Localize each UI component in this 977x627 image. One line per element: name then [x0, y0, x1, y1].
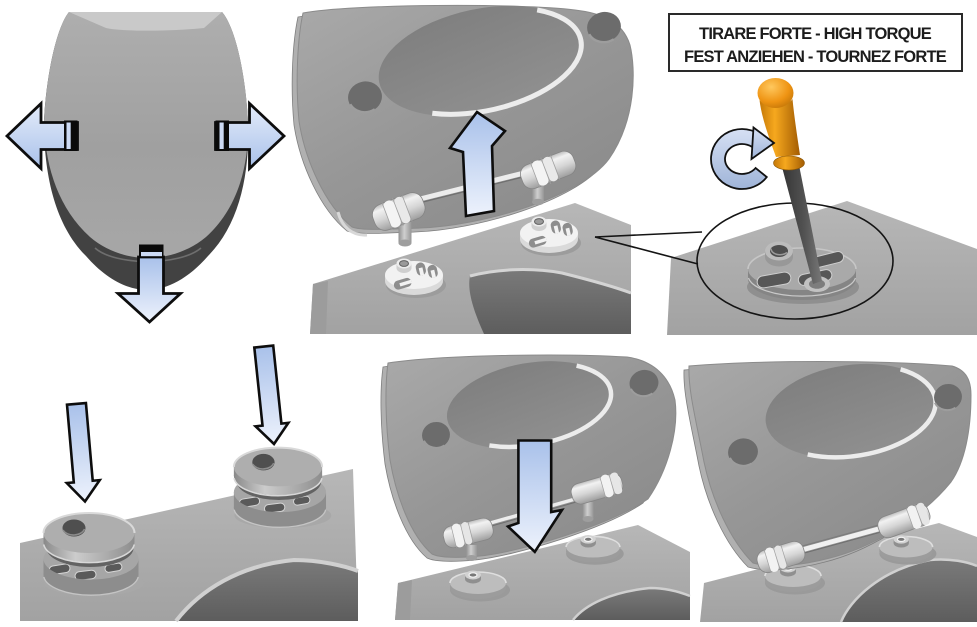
svg-text:FEST ANZIEHEN - TOURNEZ FORTE: FEST ANZIEHEN - TOURNEZ FORTE — [684, 48, 947, 66]
svg-text:TIRARE FORTE - HIGH TORQUE: TIRARE FORTE - HIGH TORQUE — [699, 25, 932, 43]
